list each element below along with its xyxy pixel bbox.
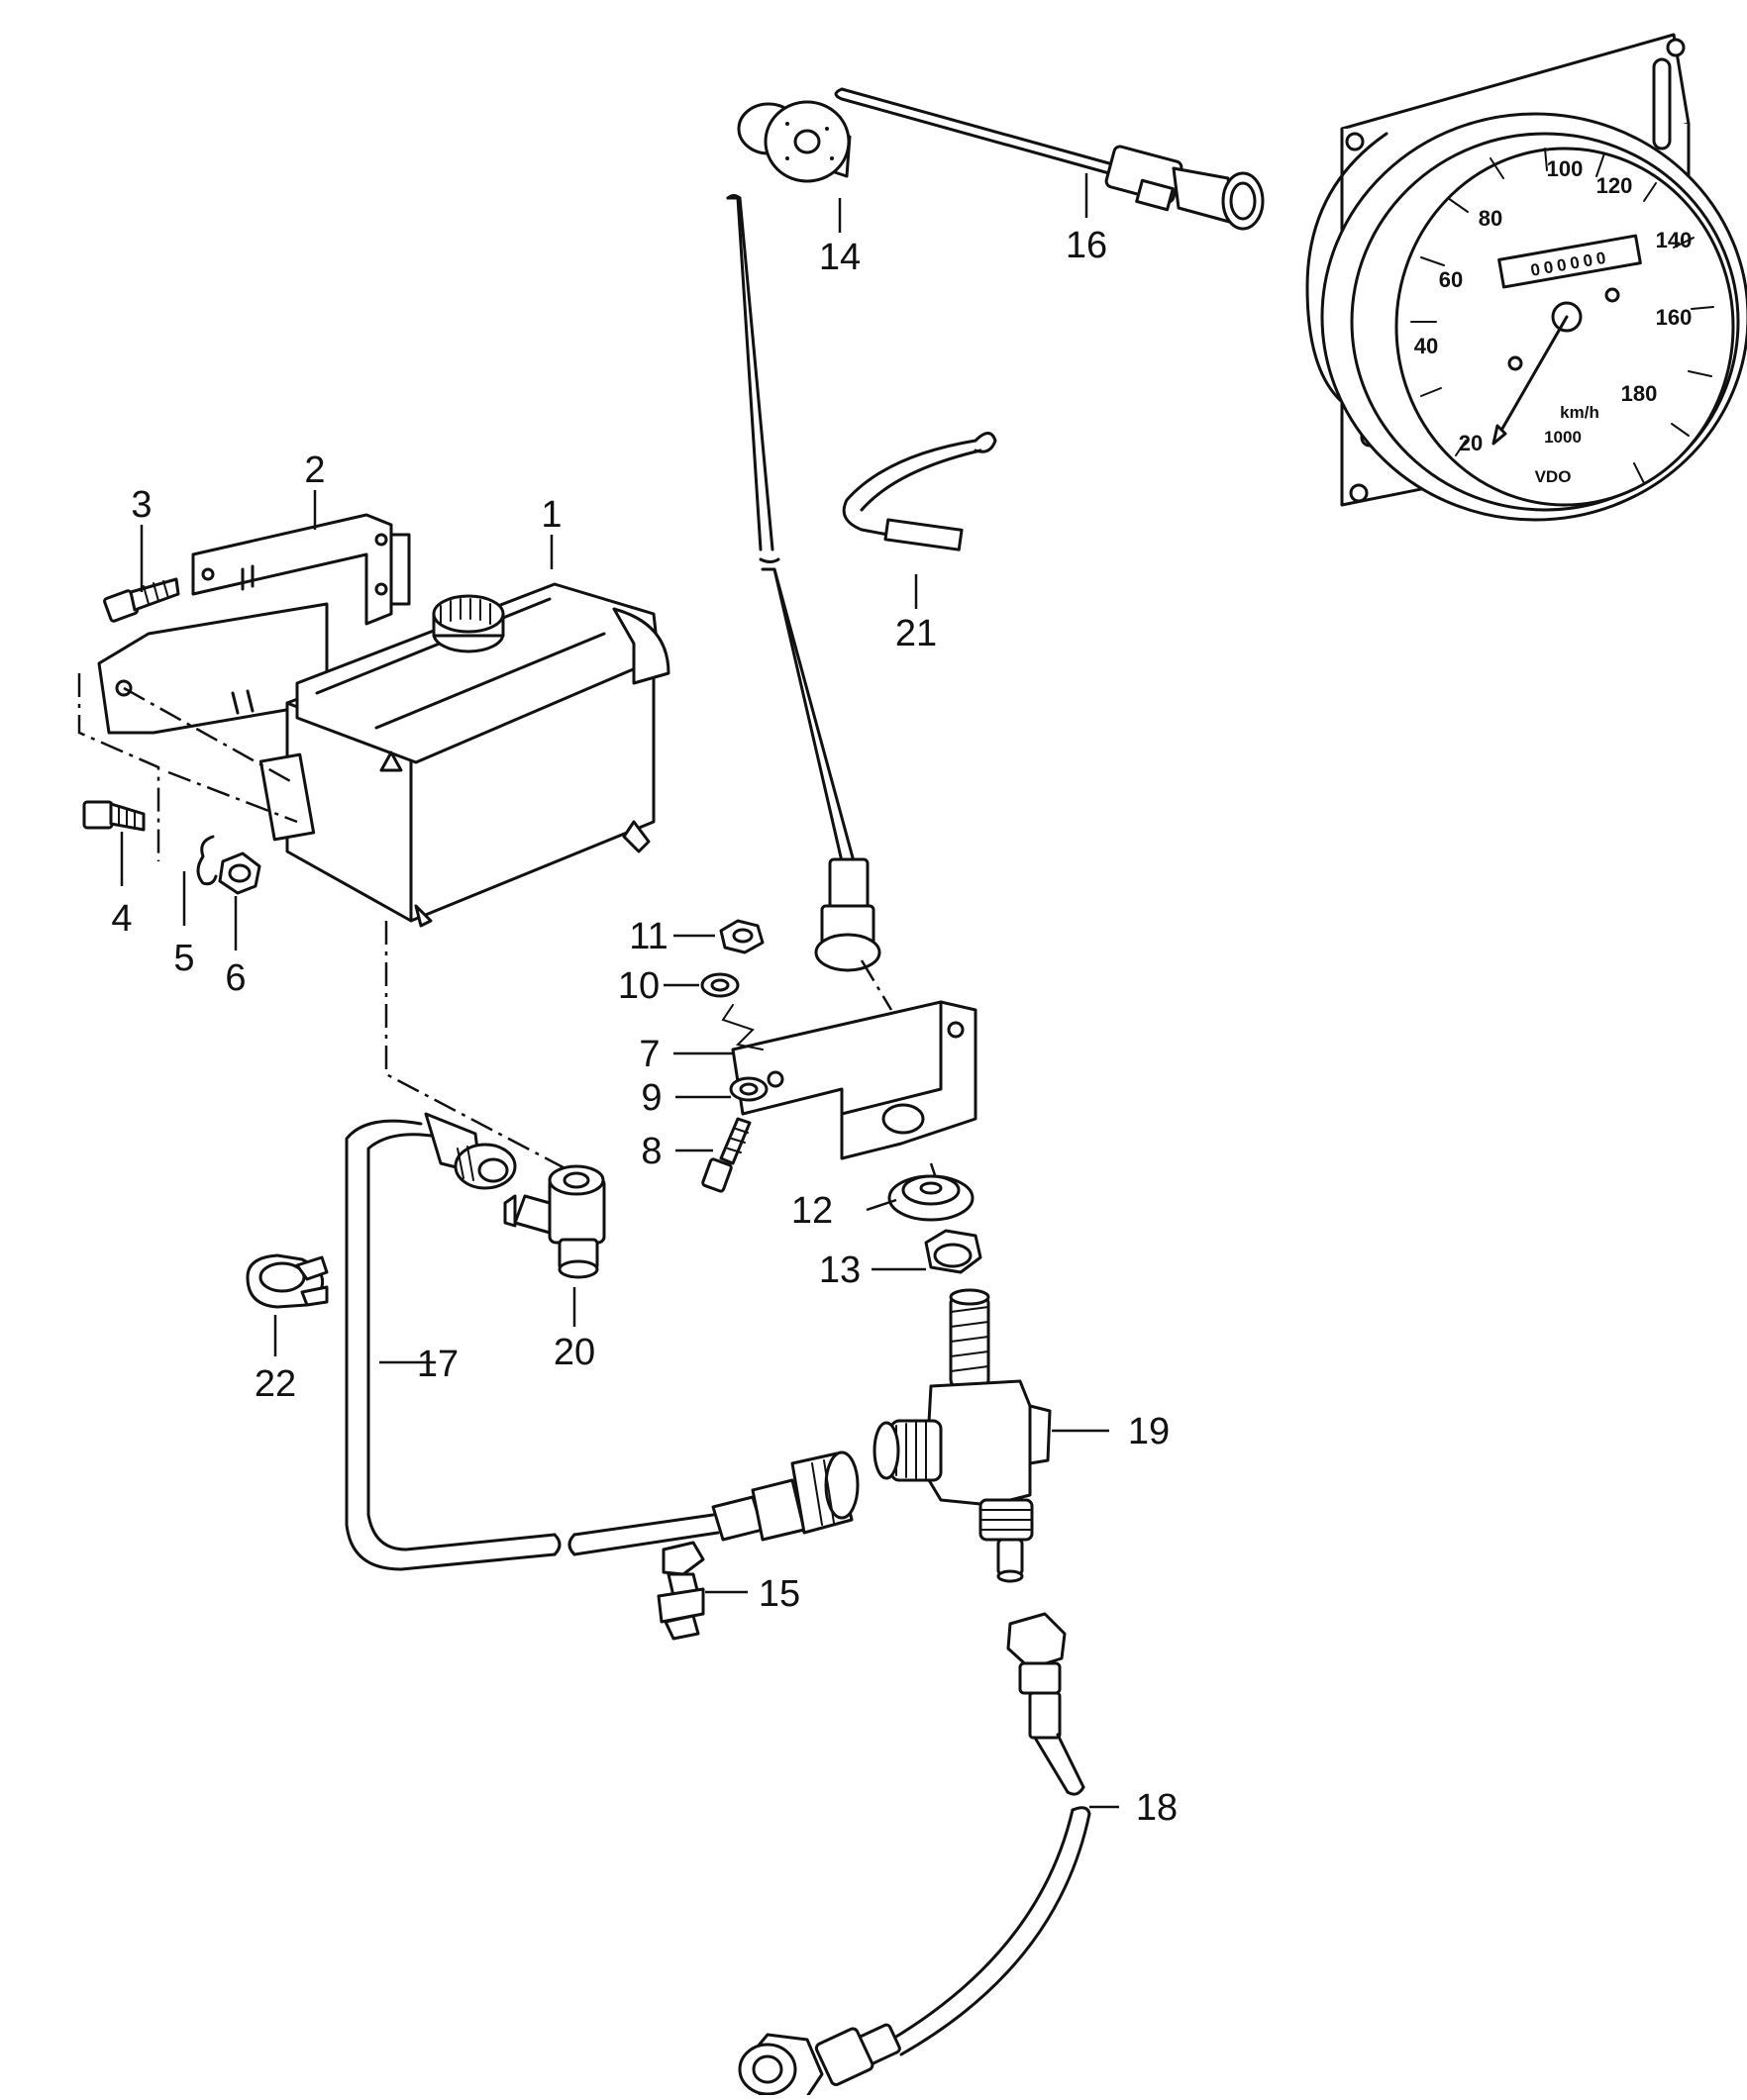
part-20-elbow <box>503 1164 606 1279</box>
callout-2: 2 <box>304 450 325 491</box>
speedometer-needle <box>1493 315 1569 443</box>
part-11-nut <box>719 919 765 954</box>
part-2-bracket <box>97 513 411 735</box>
callout-16: 16 <box>1066 225 1107 266</box>
upper-speedo-cable <box>726 194 881 972</box>
dial-label-20: 20 <box>1459 431 1483 455</box>
dial-label-160: 160 <box>1656 305 1693 330</box>
part-19-tee-fitting <box>873 1288 1052 1583</box>
callout-21: 21 <box>895 613 937 654</box>
callout-7: 7 <box>639 1034 660 1075</box>
callout-12: 12 <box>791 1190 833 1232</box>
callout-22: 22 <box>255 1363 296 1405</box>
dial-label-40: 40 <box>1414 334 1438 358</box>
part-5-clip <box>196 835 218 886</box>
connector-line-10 <box>721 1004 764 1050</box>
speedometer-assembly: 20 40 60 80 100 120 140 160 180 000000 k… <box>1305 33 1747 522</box>
part-3-screw <box>103 577 180 623</box>
callout-6: 6 <box>225 957 246 999</box>
callout-1: 1 <box>541 494 562 536</box>
callout-10: 10 <box>618 965 660 1007</box>
callout-3: 3 <box>131 484 152 526</box>
leader-lines <box>120 173 1119 1809</box>
part-4-bolt <box>82 800 146 832</box>
part-6-nut <box>218 851 261 895</box>
dial-label-60: 60 <box>1439 267 1463 292</box>
part-18-lower-cable <box>738 1612 1091 2100</box>
callout-9: 9 <box>641 1077 662 1119</box>
callout-14: 14 <box>819 237 861 278</box>
part-12-grommet <box>887 1174 975 1222</box>
part-9-washer <box>729 1076 769 1102</box>
callout-13: 13 <box>819 1250 861 1291</box>
callout-18: 18 <box>1136 1787 1178 1829</box>
odometer-window <box>1497 234 1642 289</box>
dial-unit: km/h <box>1560 403 1599 422</box>
callout-labels: 1 2 3 4 5 6 7 8 9 10 11 12 13 14 15 16 1… <box>111 225 1178 1829</box>
part-7-bracket <box>731 1000 977 1160</box>
dial-label-120: 120 <box>1596 173 1633 198</box>
dial-brand: VDO <box>1535 467 1572 486</box>
dial-label-180: 180 <box>1621 381 1658 406</box>
part-15-clip <box>657 1541 705 1641</box>
part-16-cable-connector <box>834 87 1265 231</box>
upper-cable-nut <box>814 933 881 972</box>
part-8-bolt <box>701 1117 752 1193</box>
speedometer-ticks <box>1410 148 1714 484</box>
callout-5: 5 <box>173 938 194 979</box>
callout-11: 11 <box>629 916 668 957</box>
part-1-reservoir <box>258 582 670 928</box>
callout-4: 4 <box>111 898 132 940</box>
part-14-grommet <box>737 100 852 183</box>
callout-20: 20 <box>554 1332 595 1373</box>
dial-label-100: 100 <box>1547 156 1584 181</box>
part-21-clip <box>842 432 997 551</box>
dial-divisor: 1000 <box>1544 428 1582 447</box>
part-13-nut <box>924 1229 982 1274</box>
middle-cable <box>567 1450 860 1556</box>
callout-8: 8 <box>641 1131 662 1172</box>
callout-19: 19 <box>1128 1411 1170 1452</box>
part-17-hose <box>345 1112 562 1571</box>
dial-label-80: 80 <box>1479 206 1502 231</box>
part-22-clamp <box>246 1253 329 1309</box>
callout-17: 17 <box>417 1344 459 1385</box>
callout-15: 15 <box>759 1573 800 1615</box>
dial-label-140: 140 <box>1656 228 1693 252</box>
part-10-lock-washer <box>700 972 740 998</box>
